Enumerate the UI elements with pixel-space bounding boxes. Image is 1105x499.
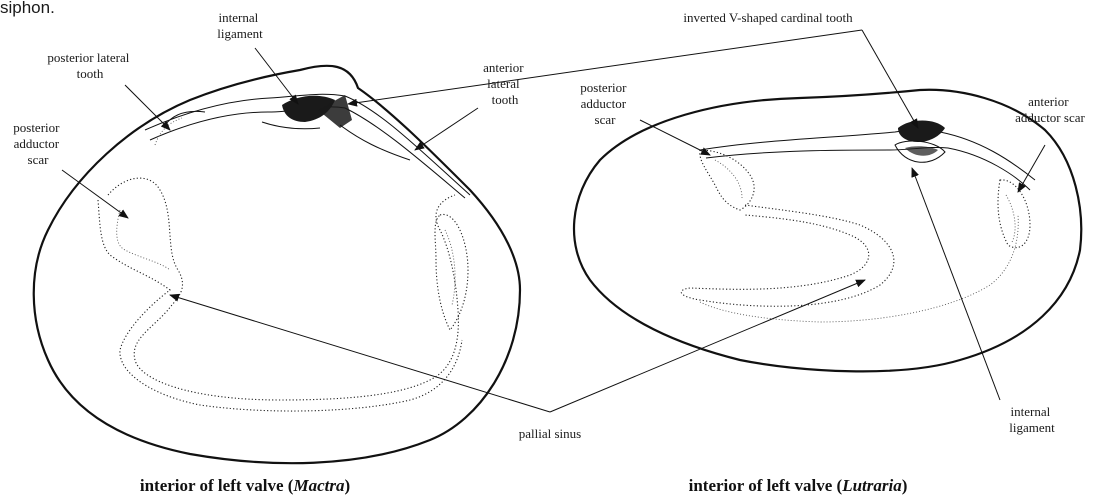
- lutraria-shell: [574, 90, 1081, 372]
- leader-lutraria-internal-ligament: [912, 168, 1000, 400]
- label-mactra-posterior-adductor-scar: posterior adductor scar: [13, 120, 62, 167]
- label-mactra-internal-ligament: internal ligament: [217, 10, 263, 41]
- leader-lutraria-posterior-adductor-scar: [640, 120, 710, 155]
- mactra-anterior-adductor-scar: [435, 214, 468, 330]
- mactra-shell: [34, 66, 520, 463]
- leader-pallial-sinus-lutraria: [550, 280, 865, 412]
- caption-mactra: interior of left valve (Mactra): [140, 476, 350, 495]
- label-lutraria-posterior-adductor-scar: posterior adductor scar: [580, 80, 629, 127]
- label-lutraria-internal-ligament: internal ligament: [1009, 404, 1055, 435]
- label-mactra-posterior-lateral-tooth: posterior lateral tooth: [47, 50, 132, 81]
- lutraria-cardinal-tooth: [898, 121, 945, 143]
- lutraria-shell-outline: [574, 90, 1081, 372]
- leader-mactra-anterior-lateral-tooth: [415, 108, 478, 150]
- label-pallial-sinus: pallial sinus: [519, 426, 581, 441]
- leader-mactra-posterior-adductor-scar: [62, 170, 128, 218]
- mactra-pallial-line: [108, 178, 458, 400]
- caption-lutraria: interior of left valve (Lutraria): [689, 476, 908, 495]
- lutraria-posterior-adductor-scar: [700, 150, 754, 210]
- top-snippet-text: siphon.: [0, 0, 55, 17]
- lutraria-anterior-adductor-scar: [998, 180, 1030, 248]
- label-mactra-anterior-lateral-tooth: anterior lateral tooth: [483, 60, 527, 107]
- leader-mactra-internal-ligament: [255, 48, 298, 104]
- leader-cardinal-tooth-lutraria: [862, 30, 918, 128]
- label-lutraria-cardinal-tooth: inverted V-shaped cardinal tooth: [683, 10, 853, 25]
- mactra-shell-outline: [34, 66, 520, 463]
- leader-pallial-sinus-mactra: [170, 295, 550, 412]
- label-lutraria-anterior-adductor-scar: anterior adductor scar: [1015, 94, 1085, 125]
- leader-lutraria-anterior-adductor-scar: [1018, 145, 1045, 192]
- lutraria-pallial-sinus: [681, 205, 894, 306]
